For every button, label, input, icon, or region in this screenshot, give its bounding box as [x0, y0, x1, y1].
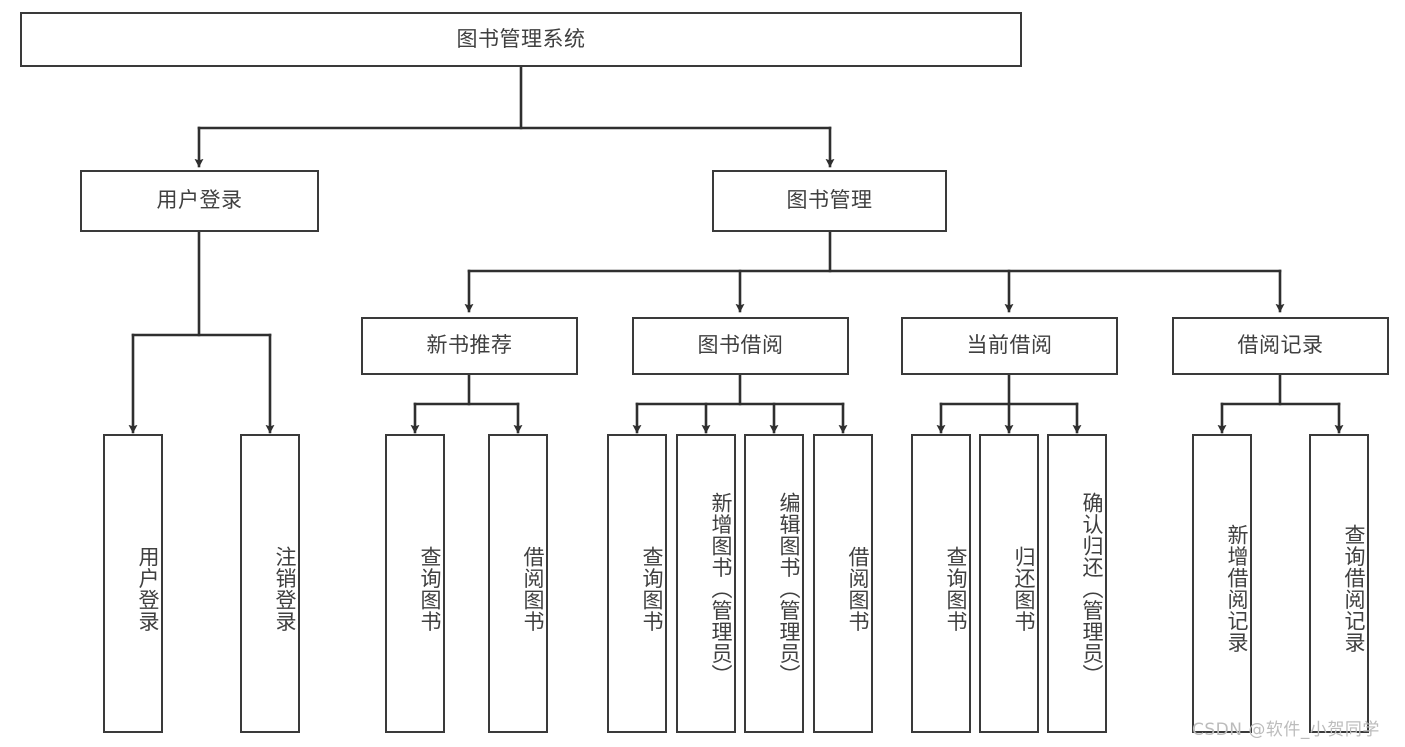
node-new-book-recommendation-label: 新书推荐 — [426, 333, 513, 358]
node-leaf-logout[interactable]: 注销登录 — [240, 434, 300, 733]
node-leaf-current-query-books[interactable]: 查询图书 — [911, 434, 971, 733]
node-leaf-edit-book-admin-label: 编辑图书（管理员） — [777, 491, 801, 686]
node-leaf-return-books-label: 归还图书 — [1012, 545, 1036, 632]
node-leaf-borrow-books-label: 借阅图书 — [846, 545, 870, 632]
node-leaf-return-books[interactable]: 归还图书 — [979, 434, 1039, 733]
node-book-borrowing-label: 图书借阅 — [697, 333, 784, 358]
node-root-book-management-system[interactable]: 图书管理系统 — [20, 12, 1022, 67]
node-leaf-logout-label: 注销登录 — [273, 545, 297, 632]
node-leaf-current-query-books-label: 查询图书 — [944, 545, 968, 632]
node-book-management[interactable]: 图书管理 — [712, 170, 947, 232]
csdn-watermark: CSDN @软件_小贺同学 — [1192, 720, 1380, 740]
node-leaf-user-login-label: 用户登录 — [136, 545, 160, 632]
node-user-login-label: 用户登录 — [156, 188, 243, 213]
node-user-login[interactable]: 用户登录 — [80, 170, 319, 232]
node-leaf-edit-book-admin[interactable]: 编辑图书（管理员） — [744, 434, 804, 733]
node-book-management-label: 图书管理 — [786, 188, 873, 213]
node-leaf-newbook-borrow-books-label: 借阅图书 — [521, 545, 545, 632]
node-root-label: 图书管理系统 — [456, 26, 586, 51]
node-leaf-add-borrow-record[interactable]: 新增借阅记录 — [1192, 434, 1252, 733]
node-current-borrowing[interactable]: 当前借阅 — [901, 317, 1118, 375]
node-borrowing-record-label: 借阅记录 — [1237, 333, 1324, 358]
node-leaf-newbook-query-books-label: 查询图书 — [418, 545, 442, 632]
node-leaf-confirm-return-admin[interactable]: 确认归还（管理员） — [1047, 434, 1107, 733]
node-leaf-newbook-borrow-books[interactable]: 借阅图书 — [488, 434, 548, 733]
node-leaf-borrow-query-books-label: 查询图书 — [640, 545, 664, 632]
node-leaf-add-book-admin[interactable]: 新增图书（管理员） — [676, 434, 736, 733]
node-leaf-borrow-books[interactable]: 借阅图书 — [813, 434, 873, 733]
node-leaf-newbook-query-books[interactable]: 查询图书 — [385, 434, 445, 733]
node-book-borrowing[interactable]: 图书借阅 — [632, 317, 849, 375]
node-leaf-add-book-admin-label: 新增图书（管理员） — [709, 491, 733, 686]
node-leaf-confirm-return-admin-label: 确认归还（管理员） — [1080, 491, 1104, 686]
node-borrowing-record[interactable]: 借阅记录 — [1172, 317, 1389, 375]
node-leaf-add-borrow-record-label: 新增借阅记录 — [1225, 524, 1249, 653]
node-current-borrowing-label: 当前借阅 — [966, 333, 1053, 358]
node-leaf-query-borrow-record-label: 查询借阅记录 — [1342, 524, 1366, 653]
node-new-book-recommendation[interactable]: 新书推荐 — [361, 317, 578, 375]
node-leaf-user-login[interactable]: 用户登录 — [103, 434, 163, 733]
node-leaf-borrow-query-books[interactable]: 查询图书 — [607, 434, 667, 733]
node-leaf-query-borrow-record[interactable]: 查询借阅记录 — [1309, 434, 1369, 733]
